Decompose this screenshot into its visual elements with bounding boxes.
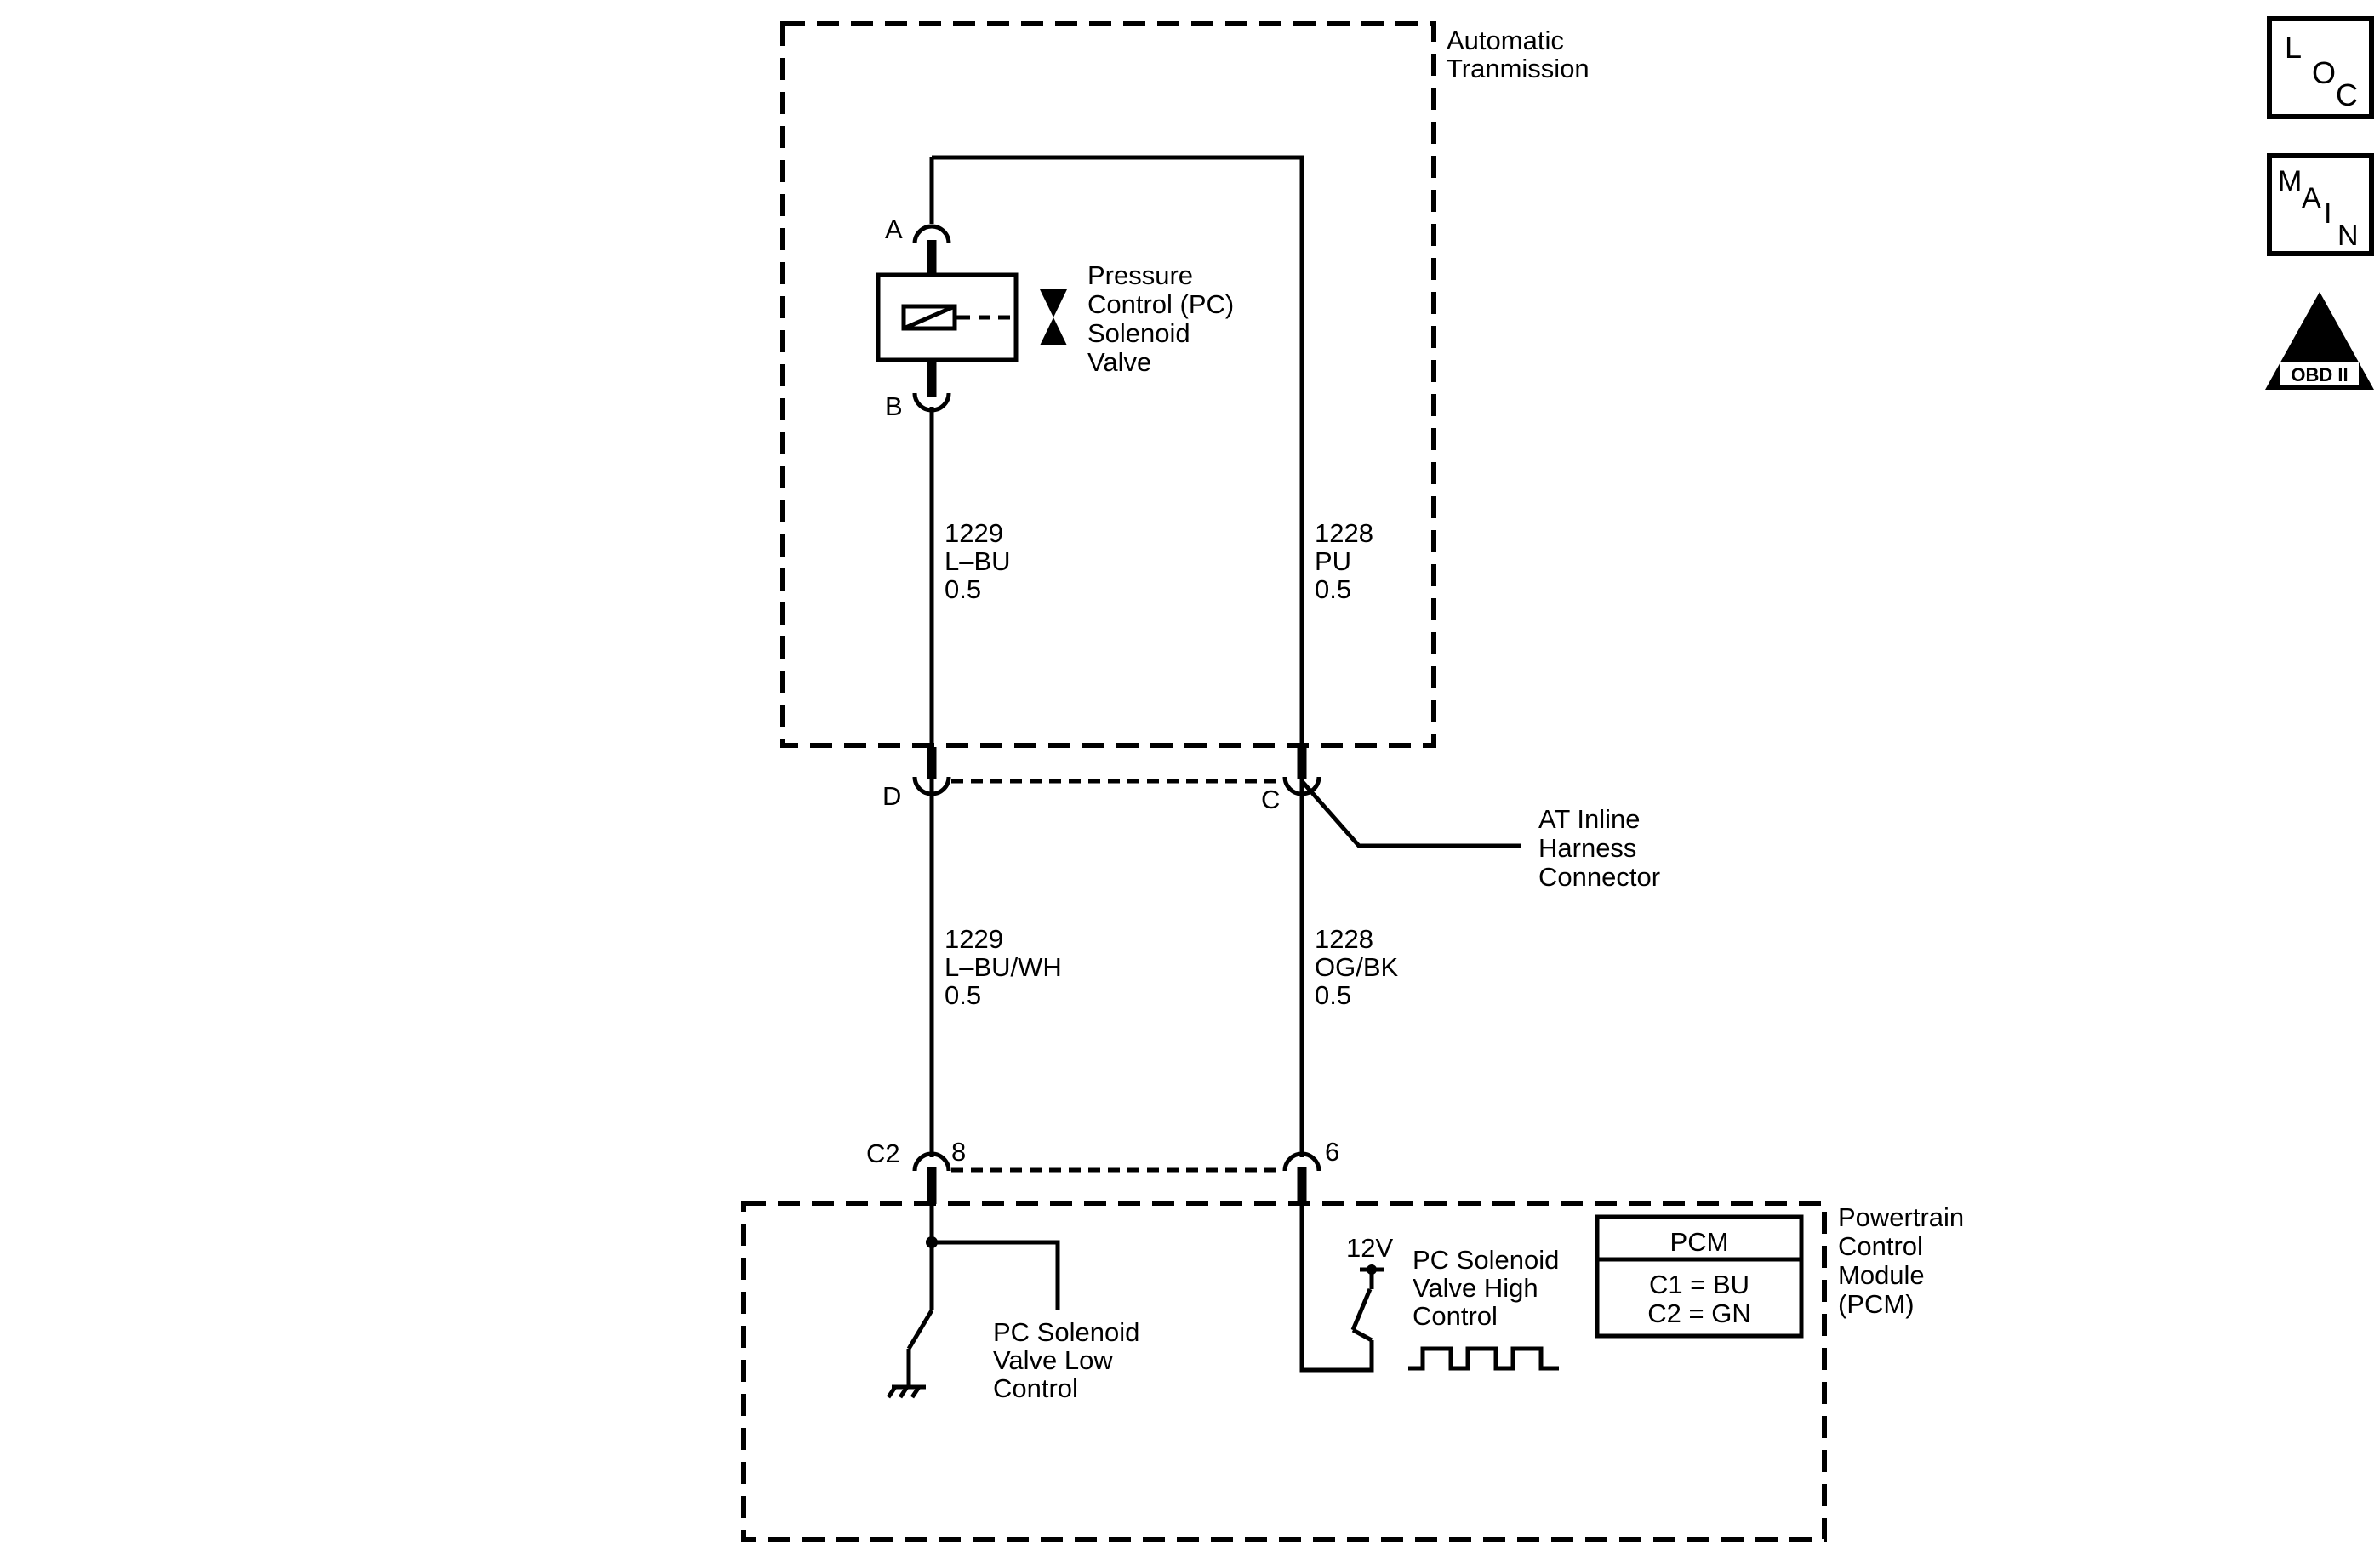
pin-8-label: 8 — [951, 1137, 966, 1167]
svg-text:M: M — [2278, 165, 2302, 197]
svg-text:(PCM): (PCM) — [1838, 1289, 1915, 1319]
transmission-boundary — [780, 21, 1436, 748]
pwm-signal-icon — [1408, 1346, 1559, 1371]
svg-text:Control: Control — [993, 1373, 1078, 1403]
svg-text:1229: 1229 — [945, 924, 1003, 954]
pcm-label: Powertrain Control Module (PCM) — [1838, 1202, 1964, 1319]
solenoid-label: Pressure Control (PC) Solenoid Valve — [1087, 260, 1234, 377]
svg-text:0.5: 0.5 — [945, 980, 981, 1010]
svg-text:I: I — [2324, 197, 2331, 230]
high-control-circuit — [1299, 1204, 1384, 1373]
loc-icon[interactable]: L O C — [2267, 16, 2374, 119]
high-control-label: PC Solenoid Valve High Control — [1413, 1245, 1559, 1331]
svg-text:C2 = GN: C2 = GN — [1647, 1299, 1750, 1328]
voltage-label: 12V — [1346, 1233, 1393, 1263]
pc-solenoid-valve — [876, 272, 1019, 362]
low-control-label: PC Solenoid Valve Low Control — [993, 1317, 1139, 1403]
svg-text:Automatic: Automatic — [1447, 26, 1564, 55]
svg-text:OBD II: OBD II — [2291, 364, 2348, 385]
svg-text:Connector: Connector — [1538, 862, 1660, 892]
svg-text:0.5: 0.5 — [1315, 980, 1351, 1010]
svg-text:Valve Low: Valve Low — [993, 1345, 1113, 1375]
svg-text:PU: PU — [1315, 546, 1351, 576]
wire-label-upper-right: 1228 PU 0.5 — [1315, 518, 1373, 604]
inline-connector-label: AT Inline Harness Connector — [1538, 804, 1660, 892]
pin-a-label: A — [885, 214, 903, 244]
svg-text:Harness: Harness — [1538, 833, 1636, 863]
valve-icon — [1040, 289, 1067, 345]
pcm-connector-table: PCM C1 = BU C2 = GN — [1595, 1214, 1804, 1339]
svg-text:Pressure: Pressure — [1087, 260, 1193, 290]
wire-label-lower-left: 1229 L–BU/WH 0.5 — [945, 924, 1062, 1010]
connector-c2-label: C2 — [866, 1139, 900, 1168]
svg-text:C1 = BU: C1 = BU — [1649, 1270, 1749, 1299]
svg-text:Powertrain: Powertrain — [1838, 1202, 1964, 1232]
svg-text:L–BU/WH: L–BU/WH — [945, 952, 1062, 982]
inline-harness-connector — [912, 747, 1321, 796]
svg-text:A: A — [2302, 182, 2321, 214]
svg-text:1228: 1228 — [1315, 924, 1373, 954]
obd-ii-icon[interactable]: II OBD II — [2265, 292, 2374, 390]
svg-text:PC Solenoid: PC Solenoid — [1413, 1245, 1559, 1275]
low-control-circuit — [906, 1204, 1060, 1385]
main-icon[interactable]: M A I N — [2267, 153, 2374, 256]
pcm-connector-c2 — [912, 1151, 1321, 1204]
svg-text:Control: Control — [1838, 1231, 1923, 1261]
wire-1228 — [932, 155, 1304, 1157]
svg-text:Control (PC): Control (PC) — [1087, 289, 1234, 319]
svg-text:Tranmission: Tranmission — [1447, 54, 1590, 83]
svg-text:II: II — [2312, 330, 2328, 362]
pin-b-label: B — [885, 391, 903, 421]
pin-d-label: D — [882, 781, 901, 811]
svg-text:O: O — [2312, 55, 2336, 90]
svg-text:PCM: PCM — [1670, 1227, 1729, 1257]
ground-icon — [886, 1384, 926, 1399]
svg-text:AT Inline: AT Inline — [1538, 804, 1640, 834]
pin-6-label: 6 — [1325, 1137, 1339, 1167]
svg-text:L: L — [2285, 30, 2302, 65]
svg-text:0.5: 0.5 — [945, 574, 981, 604]
svg-text:Solenoid: Solenoid — [1087, 318, 1190, 348]
inline-connector-leader — [1300, 779, 1521, 848]
svg-text:Valve: Valve — [1087, 347, 1151, 377]
transmission-label: Automatic Tranmission — [1447, 26, 1590, 83]
svg-text:Module: Module — [1838, 1260, 1925, 1290]
svg-text:PC Solenoid: PC Solenoid — [993, 1317, 1139, 1347]
svg-text:1229: 1229 — [945, 518, 1003, 548]
svg-text:Control: Control — [1413, 1301, 1498, 1331]
pin-c-label: C — [1261, 785, 1280, 814]
svg-text:C: C — [2336, 77, 2358, 112]
svg-text:0.5: 0.5 — [1315, 574, 1351, 604]
wire-label-lower-right: 1228 OG/BK 0.5 — [1315, 924, 1399, 1010]
svg-text:1228: 1228 — [1315, 518, 1373, 548]
pcm-boundary — [741, 1201, 1827, 1542]
solenoid-connector-pin-b — [912, 359, 951, 413]
svg-text:Valve High: Valve High — [1413, 1273, 1538, 1303]
solenoid-connector-pin-a — [912, 224, 951, 277]
wire-label-upper-left: 1229 L–BU 0.5 — [945, 518, 1011, 604]
svg-text:N: N — [2337, 220, 2359, 252]
svg-text:OG/BK: OG/BK — [1315, 952, 1399, 982]
svg-text:L–BU: L–BU — [945, 546, 1011, 576]
